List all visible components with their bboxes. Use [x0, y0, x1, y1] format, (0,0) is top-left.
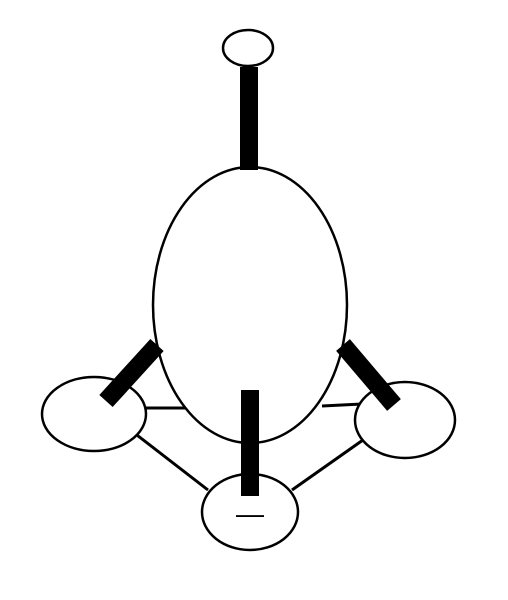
right-atom — [353, 380, 457, 460]
edge-right-to-center-upper — [321, 402, 363, 408]
bond-left — [99, 338, 164, 408]
bond-right — [336, 339, 401, 411]
negative-charge-label: — — [236, 498, 264, 529]
left-atom — [40, 375, 148, 453]
top-atom — [221, 28, 275, 68]
